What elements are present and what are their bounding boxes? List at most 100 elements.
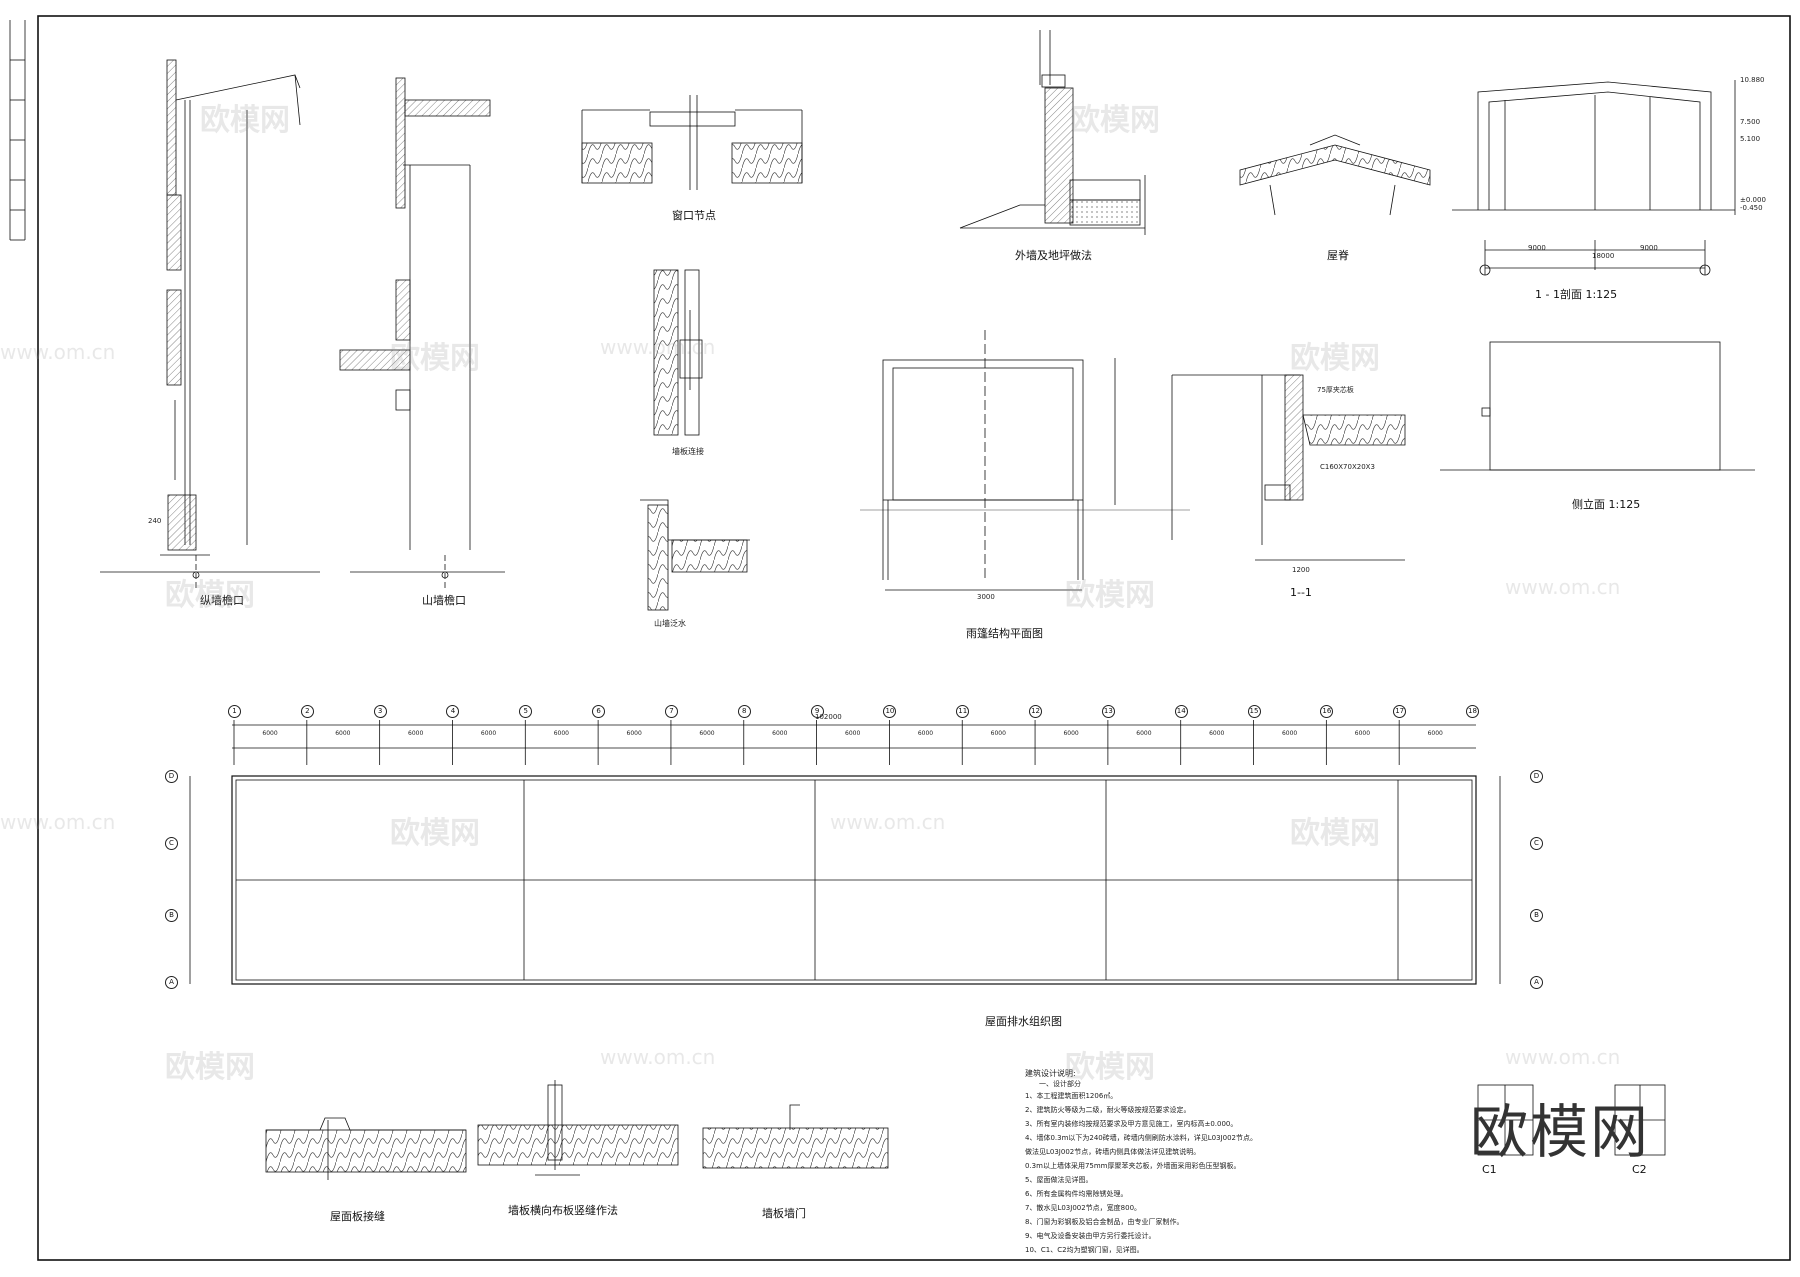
title-canopy-plan: 雨篷结构平面图 [966, 627, 1043, 640]
side-elevation [1440, 341, 1755, 471]
axis-bubble-horizontal: C [165, 837, 178, 850]
bay-dimension: 6000 [699, 730, 714, 737]
label-wall-spec: 75厚夹芯板 [1317, 386, 1354, 394]
dim-wall-240: 240 [148, 517, 162, 525]
watermark-brand: 欧模网 [1065, 1050, 1155, 1085]
notes-line: 4、墙体0.3m以下为240砖墙，砖墙内侧刷防水涂料，详见L03J002节点。 [1025, 1134, 1257, 1142]
detail-gable-flashing [640, 499, 750, 611]
title-wall-vertical-seam: 墙板横向布板竖缝作法 [508, 1204, 618, 1217]
bay-dimension: 6000 [554, 730, 569, 737]
bay-dimension: 6000 [408, 730, 423, 737]
level-zero: ±0.000 [1740, 196, 1766, 204]
roof-drainage-plan [189, 724, 1501, 985]
detail-wall-floor [959, 30, 1146, 235]
title-window-node: 窗口节点 [672, 209, 716, 222]
notes-line: 2、建筑防火等级为二级，耐火等级按规范要求设定。 [1025, 1106, 1191, 1114]
watermark-url: www.om.cn [830, 810, 946, 834]
axis-bubble-vertical: 8 [737, 705, 751, 718]
notes-list: 1、本工程建筑面积1206㎡。2、建筑防火等级为二级，耐火等级按规范要求设定。3… [1025, 1089, 1257, 1257]
bay-dimension: 6000 [481, 730, 496, 737]
watermark-brand: 欧模网 [390, 816, 480, 851]
dim-span-half-left: 9000 [1528, 244, 1546, 252]
notes-line: 3、所有室内装修均按规范要求及甲方意见施工，室内标高±0.000。 [1025, 1120, 1238, 1128]
title-roof-drainage-plan: 屋面排水组织图 [985, 1015, 1062, 1028]
title-wall-floor: 外墙及地坪做法 [1015, 249, 1092, 262]
axis-bubble-horizontal: C [1530, 837, 1543, 850]
detail-eave-longitudinal [100, 59, 320, 590]
dim-span-half-right: 9000 [1640, 244, 1658, 252]
watermark-brand: 欧模网 [165, 1050, 255, 1085]
detail-ridge [1239, 134, 1431, 216]
axis-bubble-vertical: 18 [1466, 705, 1479, 718]
axis-bubble-vertical: 12 [1029, 705, 1043, 718]
watermark-brand: 欧模网 [1065, 578, 1155, 613]
level-top: 10.880 [1740, 76, 1765, 84]
title-canopy-section: 1--1 [1290, 586, 1312, 599]
bay-dimension: 6000 [845, 730, 860, 737]
sheet-border [37, 15, 1791, 1261]
watermark-brand: 欧模网 [1290, 816, 1380, 851]
axis-bubble-horizontal: A [165, 976, 178, 989]
watermark-url: www.om.cn [1505, 575, 1621, 599]
axis-bubble-vertical: 3 [373, 705, 387, 718]
brand-logo: 欧模网 [1470, 1098, 1651, 1166]
axis-bubble-horizontal: D [1530, 770, 1543, 783]
window-c1 [1477, 1084, 1534, 1156]
watermark-brand: 欧模网 [1290, 341, 1380, 376]
watermark-url: www.om.cn [600, 1045, 716, 1069]
title-wall-panel-joint: 墙板连接 [672, 447, 704, 456]
notes-line: 6、所有金属构件均需除锈处理。 [1025, 1190, 1128, 1198]
title-wall-panel-door: 墙板墙门 [762, 1207, 806, 1220]
axis-bubble-vertical: 13 [1101, 705, 1115, 718]
axis-bubble-vertical: 7 [664, 705, 678, 718]
section-1-1 [1452, 80, 1736, 276]
notes-line: 7、散水见L03J002节点，宽度800。 [1025, 1204, 1142, 1212]
watermark-url: www.om.cn [1505, 1045, 1621, 1069]
dim-canopy-width: 3000 [977, 593, 995, 601]
title-window-c1: C1 [1482, 1163, 1497, 1176]
title-eave-gable: 山墙檐口 [422, 594, 466, 607]
axis-bubble-vertical: 6 [592, 705, 606, 718]
watermark-brand: 欧模网 [390, 341, 480, 376]
bay-dimension: 6000 [772, 730, 787, 737]
axis-bubble-vertical: 9 [810, 705, 824, 718]
notes-line: 0.3m以上墙体采用75mm厚聚苯夹芯板，外墙面采用彩色压型钢板。 [1025, 1162, 1241, 1170]
bay-dimension: 6000 [1209, 730, 1224, 737]
detail-wall-vertical-seam [477, 1080, 679, 1176]
dim-canopy-section: 1200 [1292, 566, 1310, 574]
notes-line: 9、电气及设备安装由甲方另行委托设计。 [1025, 1232, 1156, 1240]
watermark-brand: 欧模网 [1070, 103, 1160, 138]
axis-bubble-vertical: 16 [1320, 705, 1334, 718]
axis-bubble-vertical: 11 [956, 705, 970, 718]
notes-sub: 一、设计部分 [1039, 1080, 1081, 1088]
canopy-section [1171, 374, 1406, 561]
axis-bubble-vertical: 10 [883, 705, 897, 718]
notes-line: 8、门窗为彩钢板及铝合金制品，由专业厂家制作。 [1025, 1218, 1184, 1226]
watermark-url: www.om.cn [0, 340, 116, 364]
bay-dimension: 6000 [262, 730, 277, 737]
bay-dimension: 6000 [918, 730, 933, 737]
axis-bubble-vertical: 4 [446, 705, 460, 718]
detail-window-node [581, 95, 803, 190]
axis-bubble-horizontal: B [1530, 909, 1543, 922]
title-roof-panel-seam: 屋面板接缝 [330, 1210, 385, 1223]
bay-dimension: 6000 [1428, 730, 1443, 737]
axis-bubble-vertical: 17 [1393, 705, 1407, 718]
bay-dimension: 6000 [627, 730, 642, 737]
detail-wall-panel-joint [653, 269, 703, 436]
axis-bubble-vertical: 5 [519, 705, 533, 718]
bay-dimension: 6000 [991, 730, 1006, 737]
window-c2 [1614, 1084, 1666, 1156]
axis-bubble-horizontal: A [1530, 976, 1543, 989]
detail-eave-gable [339, 77, 505, 590]
notes-line: 10、C1、C2均为塑钢门窗，见详图。 [1025, 1246, 1144, 1254]
title-window-c2: C2 [1632, 1163, 1647, 1176]
bay-dimension: 6000 [1063, 730, 1078, 737]
detail-roof-panel-seam [265, 1117, 467, 1180]
title-side-elevation: 侧立面 1:125 [1572, 498, 1641, 511]
axis-bubble-vertical: 15 [1247, 705, 1261, 718]
design-notes: 建筑设计说明: 一、设计部分 1、本工程建筑面积1206㎡。2、建筑防火等级为二… [1025, 1068, 1257, 1257]
watermark-url: www.om.cn [0, 810, 116, 834]
